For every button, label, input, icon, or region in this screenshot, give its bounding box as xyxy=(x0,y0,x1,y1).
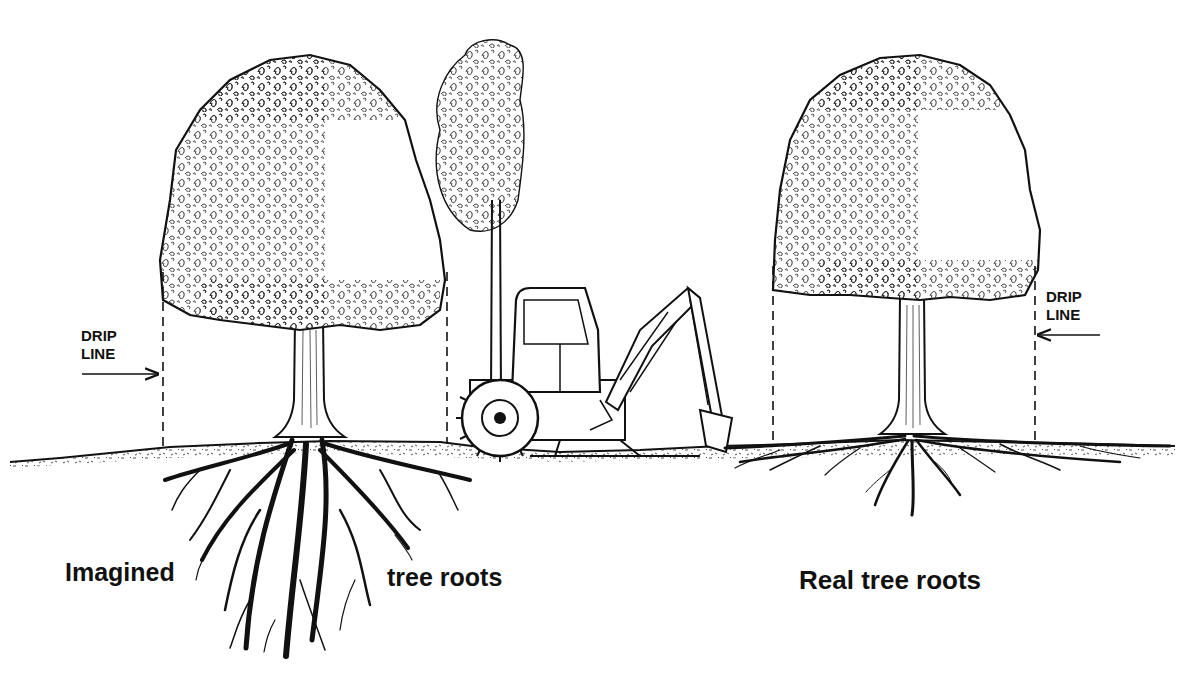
imagined-tree xyxy=(165,440,470,656)
imagined-tree xyxy=(225,510,260,610)
tree-spade-machine xyxy=(456,397,523,462)
caption-label: tree roots xyxy=(384,562,505,593)
drip-line-label: DRIP LINE xyxy=(1043,287,1085,325)
imagined-tree xyxy=(302,330,317,428)
tree-spade-machine xyxy=(512,344,600,392)
real-tree xyxy=(875,441,908,505)
real-tree xyxy=(906,305,920,428)
imagined-tree xyxy=(440,475,458,510)
caption-label: Real tree roots xyxy=(796,565,984,597)
imagined-tree xyxy=(200,280,440,340)
real-tree xyxy=(768,50,1040,310)
real-tree xyxy=(880,295,945,434)
real-tree xyxy=(960,448,995,472)
imagined-tree xyxy=(395,535,412,560)
real-tree xyxy=(725,436,905,448)
tree-spade-machine xyxy=(436,40,524,231)
imagined-tree xyxy=(340,510,370,605)
tree-spade-machine xyxy=(530,440,700,456)
tree-spade-machine xyxy=(524,300,588,344)
imagined-tree xyxy=(190,470,230,540)
drip-line-label: DRIP LINE xyxy=(78,326,120,364)
tree-spade-machine xyxy=(462,380,538,456)
real-tree xyxy=(1000,444,1060,470)
real-tree xyxy=(735,450,780,468)
imagined-tree xyxy=(300,580,325,650)
real-tree xyxy=(773,266,1035,444)
imagined-tree xyxy=(380,470,420,530)
tree-spade-machine xyxy=(482,400,518,436)
real-tree xyxy=(912,441,913,515)
real-tree xyxy=(914,436,1170,446)
imagined-tree xyxy=(230,600,250,648)
real-tree xyxy=(820,50,1000,110)
tree-spade-machine xyxy=(436,40,732,462)
real-tree xyxy=(935,462,952,484)
imagined-tree xyxy=(202,450,294,560)
drip-line-pointer xyxy=(1038,334,1100,336)
tree-spade-machine xyxy=(620,300,708,405)
real-tree xyxy=(725,50,1170,515)
drip-line-pointer xyxy=(82,335,1100,374)
tree-spade-machine xyxy=(494,412,506,424)
imagined-tree xyxy=(200,50,400,120)
real-tree xyxy=(917,441,960,495)
imagined-tree xyxy=(286,444,306,656)
imagined-tree xyxy=(264,620,275,652)
real-tree xyxy=(725,436,1170,515)
imagined-tree xyxy=(326,444,470,480)
real-tree xyxy=(825,448,860,475)
imagined-tree xyxy=(246,440,292,648)
imagined-tree xyxy=(312,440,326,640)
tree-spade-machine xyxy=(688,288,722,418)
tree-spade-machine xyxy=(590,400,612,430)
tree-spade-machine xyxy=(700,410,732,452)
tree-spade-machine xyxy=(512,288,600,392)
imagined-tree xyxy=(340,580,355,630)
real-tree xyxy=(916,440,1120,462)
real-tree xyxy=(866,470,890,492)
tree-spade-machine xyxy=(606,288,700,410)
imagined-tree xyxy=(196,540,215,580)
real-tree xyxy=(740,439,905,462)
real-tree xyxy=(770,446,820,470)
real-tree xyxy=(1080,446,1140,458)
imagined-tree xyxy=(163,272,447,446)
real-tree xyxy=(820,260,1040,310)
imagined-tree xyxy=(155,50,440,340)
caption-label: Imagined xyxy=(62,557,178,588)
imagined-tree xyxy=(172,470,200,510)
drip-line-pointer xyxy=(82,373,158,375)
imagined-tree xyxy=(275,320,345,437)
